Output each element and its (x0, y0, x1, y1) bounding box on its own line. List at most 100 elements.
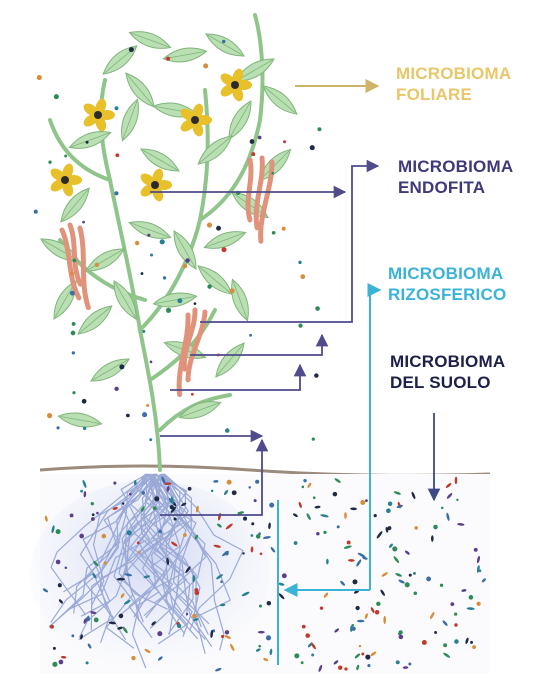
tendril (248, 160, 251, 220)
microbe-dot (314, 373, 318, 377)
leaf-vein (261, 151, 289, 179)
label-microbioma-rizosferico: MICROBIOMA RIZOSFERICO (388, 263, 506, 305)
microbe-dot (166, 308, 171, 313)
microbe-dot (86, 617, 90, 621)
microbe-dot (225, 428, 230, 433)
microbe-dot (119, 364, 124, 369)
microbe-dot (376, 602, 380, 606)
microbe-dot (80, 490, 83, 493)
microbe-dot (227, 480, 232, 485)
microbe-dot (146, 404, 149, 407)
microbe-dot (177, 298, 182, 303)
label-rizo-line2: RIZOSFERICO (388, 284, 506, 305)
microbe-dot (122, 502, 124, 504)
microbe-dot (443, 643, 447, 647)
microbe-dot (269, 503, 274, 508)
microbe-dot (64, 155, 67, 158)
microbe-dot (96, 512, 99, 515)
microbe-dot (302, 625, 306, 629)
microbe-dot (282, 573, 287, 578)
label-rizo-line1: MICROBIOMA (388, 263, 506, 284)
microbe-dot (127, 530, 132, 535)
microbe-dot (83, 427, 86, 430)
microbe-dot (194, 591, 199, 596)
microbe-dot (396, 660, 400, 664)
microbe-dot (454, 623, 457, 626)
microbe-dot (211, 490, 214, 493)
microbe-dot (216, 226, 221, 231)
microbe-dot (456, 499, 458, 501)
microbe-dot (37, 75, 42, 80)
microbe-dot (150, 360, 153, 363)
microbe-dot (154, 496, 159, 501)
microbe-dot (272, 231, 276, 235)
flower-center (94, 111, 102, 119)
microbe-dot (137, 542, 140, 545)
microbe-dot (300, 274, 305, 279)
microbe-dot (388, 501, 393, 506)
microbe-dot (47, 413, 52, 418)
microbe-dot (207, 222, 212, 227)
microbe-dot (142, 491, 145, 494)
microbe-dot (433, 525, 438, 530)
microbe-dot (147, 234, 150, 237)
microbe-dot (469, 595, 474, 600)
microbe-dot (355, 606, 359, 610)
microbe-dot (360, 500, 365, 505)
microbe-dot (129, 493, 132, 496)
microbe-dot (266, 635, 271, 640)
microbe-dot (409, 574, 412, 577)
microbe-dot (302, 486, 305, 489)
microbe-dot (352, 579, 357, 584)
microbe-dot (312, 437, 315, 440)
microbe-dot (126, 414, 130, 418)
microbe-dot (260, 552, 263, 555)
microbe-dot (255, 480, 259, 484)
microbe-dot (135, 241, 139, 245)
label-suolo-line1: MICROBIOMA (390, 351, 505, 372)
microbe-dot (166, 57, 170, 61)
microbe-dot (249, 334, 252, 337)
microbe-dot (230, 288, 235, 293)
soil-area (30, 466, 490, 674)
microbe-dot (454, 613, 457, 616)
microbe-dot (386, 508, 391, 513)
microbe-dot (454, 639, 459, 644)
label-suolo-line2: DEL SUOLO (390, 372, 505, 393)
microbe-dot (129, 47, 134, 52)
microbe-dot (317, 127, 321, 131)
leaf-vein (265, 87, 296, 113)
microbe-dot (320, 606, 323, 609)
microbe-dot (408, 662, 411, 665)
microbe-dot (242, 552, 244, 554)
microbe-dot (113, 482, 116, 485)
microbe-dot (86, 141, 89, 144)
microbe-dot (243, 517, 247, 521)
microbe-dot (203, 63, 208, 68)
microbe-dot (54, 94, 59, 99)
microbe-dot (251, 534, 254, 537)
flower-icon (138, 167, 172, 202)
microbe-dot (177, 624, 181, 628)
label-microbioma-del-suolo: MICROBIOMA DEL SUOLO (390, 351, 505, 393)
microbe-dot (333, 492, 338, 497)
microbe-dot (248, 486, 251, 489)
microbe-dot (470, 641, 473, 644)
leaf-vein (200, 137, 231, 163)
microbe-dot (150, 253, 153, 256)
label-microbioma-endofita: MICROBIOMA ENDOFITA (398, 156, 513, 198)
microbe-dot (149, 438, 152, 441)
bacterium (383, 616, 386, 624)
microbe-dot (82, 399, 87, 404)
microbe-dot (183, 264, 187, 268)
microbe-dot (186, 613, 188, 615)
microbe-dot (251, 152, 255, 156)
microbe-dot (258, 136, 262, 140)
microbe-dot (347, 541, 351, 545)
microbe-dot (207, 284, 211, 288)
microbe-dot (374, 514, 377, 517)
leaf-vein (200, 267, 231, 293)
microbe-dot (56, 529, 61, 534)
microbe-dot (114, 387, 118, 391)
